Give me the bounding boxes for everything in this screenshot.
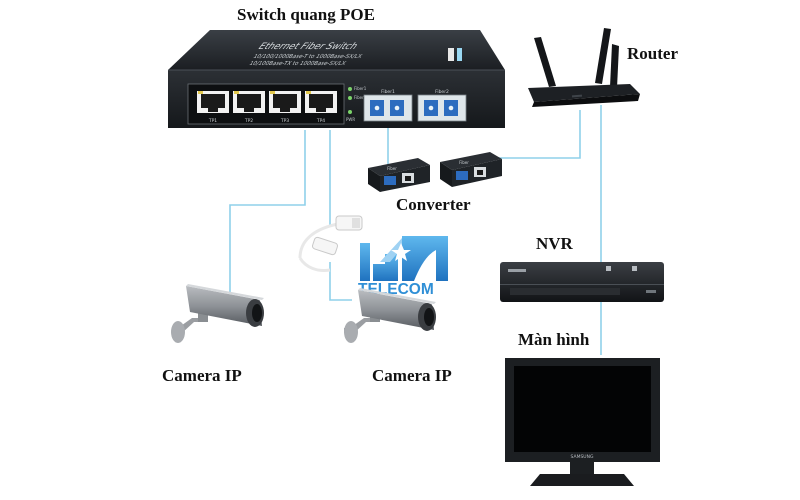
cables <box>229 105 602 355</box>
cable-tp3-camera-left <box>229 130 306 292</box>
label-monitor: Màn hình <box>518 330 590 349</box>
switch-title-text: Ethernet Fiber Switch <box>256 42 359 52</box>
rj45-port-1 <box>197 91 229 113</box>
converter2-fiber-label: Fiber <box>459 160 469 165</box>
led-label-pwr: PWR <box>346 117 355 122</box>
status-leds: Fiber1 Fiber2 PWR <box>346 86 367 122</box>
label-switch: Switch quang POE <box>237 5 375 24</box>
led-label-fiber1: Fiber1 <box>354 86 367 91</box>
media-converter-2: Fiber <box>440 152 502 187</box>
router <box>528 28 640 107</box>
poe-splitter <box>298 215 363 272</box>
port-label-tp1: TP1 <box>208 118 217 124</box>
fiber-port-1: Fiber1 <box>363 89 413 122</box>
label-nvr: NVR <box>536 234 573 253</box>
fiber-port-label-2: Fiber2 <box>435 89 449 95</box>
media-converter-1: Fiber <box>368 158 430 192</box>
poe-fiber-switch: Ethernet Fiber Switch 10/100/1000Base-T … <box>168 30 505 128</box>
switch-spec-line1: 10/100/1000Base-T to 1000Base-SX/LX <box>252 53 363 59</box>
rj45-port-2 <box>233 91 265 113</box>
ip-camera-right <box>344 288 436 343</box>
monitor-brand: SAMSUNG <box>571 454 594 460</box>
port-label-tp2: TP2 <box>244 118 253 124</box>
led-label-fiber2: Fiber2 <box>354 95 367 100</box>
rj45-port-3 <box>269 91 301 113</box>
lcd-monitor: SAMSUNG <box>505 358 660 486</box>
port-label-tp4: TP4 <box>316 118 325 124</box>
rj45-port-4 <box>305 91 337 113</box>
port-label-tp3: TP3 <box>280 118 289 124</box>
fiber-port-2: Fiber2 <box>417 89 467 122</box>
cable-converter2-router <box>498 110 581 159</box>
fiber-port-label-1: Fiber1 <box>381 89 395 95</box>
cable-splitter-camera-right <box>329 262 352 301</box>
hn-telecom-logo: TELECOM <box>358 236 448 298</box>
label-camera-right: Camera IP <box>372 366 452 385</box>
switch-spec-line2: 10/100Base-TX to 1000Base-SX/LX <box>248 60 347 66</box>
converter1-fiber-label: Fiber <box>387 166 397 171</box>
label-camera-left: Camera IP <box>162 366 242 385</box>
nvr-recorder <box>500 262 664 302</box>
label-converter: Converter <box>396 195 471 214</box>
label-router: Router <box>627 44 678 63</box>
ip-camera-left <box>171 284 264 343</box>
